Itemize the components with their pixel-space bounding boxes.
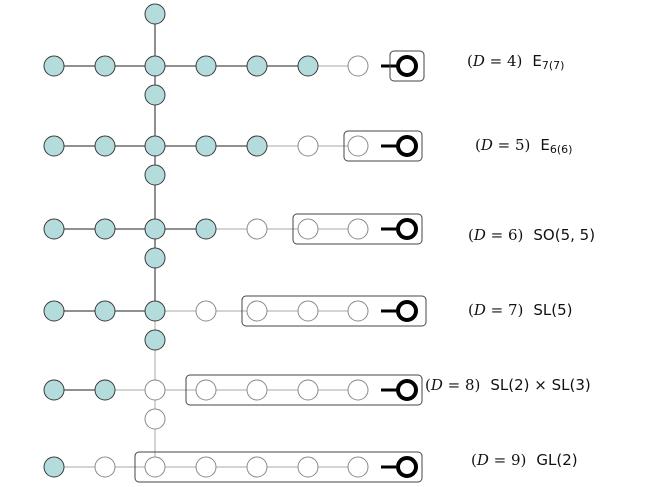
hollow-node [195, 300, 217, 322]
d-label: (D = 9) [471, 451, 527, 469]
branch-node [144, 84, 166, 106]
d-label: (D = 8) [425, 376, 481, 394]
filled-node [297, 55, 319, 77]
label-d9: (D = 9) GL(2) [471, 451, 578, 469]
d-label: (D = 4) [467, 52, 523, 70]
branch-node [144, 329, 166, 351]
label-d5: (D = 5) E6(6) [475, 136, 572, 156]
d-label: (D = 7) [468, 301, 524, 319]
group-name: SL(2) × SL(3) [490, 376, 591, 394]
group-subscript: 6(6) [549, 143, 573, 156]
hollow-node [347, 456, 369, 478]
hollow-node [246, 456, 268, 478]
hollow-node [94, 456, 116, 478]
hollow-node [347, 55, 369, 77]
bold-node [396, 218, 418, 240]
hollow-node [347, 135, 369, 157]
hollow-node [297, 218, 319, 240]
hollow-node [297, 135, 319, 157]
hollow-node [347, 300, 369, 322]
d-label: (D = 5) [475, 136, 531, 154]
branch-node [144, 3, 166, 25]
branch-node [144, 164, 166, 186]
grouping-box [292, 213, 423, 245]
hollow-node [246, 379, 268, 401]
group-name: E [532, 52, 542, 70]
hollow-node [195, 456, 217, 478]
branch-node [144, 247, 166, 269]
bold-node [396, 456, 418, 478]
grouping-box [389, 50, 425, 82]
bold-node [396, 55, 418, 77]
label-d7: (D = 7) SL(5) [468, 301, 573, 319]
filled-node [43, 135, 65, 157]
hollow-node [297, 456, 319, 478]
filled-node [94, 55, 116, 77]
bold-node [396, 300, 418, 322]
bold-node [396, 135, 418, 157]
hollow-node [297, 379, 319, 401]
group-name: SO(5, 5) [533, 226, 596, 244]
grouping-box [134, 451, 423, 483]
filled-node [144, 55, 166, 77]
filled-node [195, 55, 217, 77]
d-label: (D = 6) [468, 226, 524, 244]
filled-node [94, 218, 116, 240]
filled-node [246, 55, 268, 77]
filled-node [43, 456, 65, 478]
hollow-node [144, 379, 166, 401]
filled-node [246, 135, 268, 157]
filled-node [144, 218, 166, 240]
filled-node [144, 135, 166, 157]
hollow-node [195, 379, 217, 401]
label-d6: (D = 6) SO(5, 5) [468, 226, 595, 244]
hollow-node [246, 300, 268, 322]
filled-node [43, 218, 65, 240]
group-name: E [540, 136, 550, 154]
group-name: GL(2) [536, 451, 578, 469]
filled-node [195, 135, 217, 157]
filled-node [43, 379, 65, 401]
hollow-node [297, 300, 319, 322]
filled-node [43, 55, 65, 77]
grouping-box [185, 374, 423, 406]
hollow-branch-node [144, 408, 166, 430]
filled-node [144, 300, 166, 322]
group-name: SL(5) [533, 301, 573, 319]
grouping-box [241, 295, 427, 327]
bold-node [396, 379, 418, 401]
hollow-node [246, 218, 268, 240]
filled-node [195, 218, 217, 240]
filled-node [94, 379, 116, 401]
label-d8: (D = 8) SL(2) × SL(3) [425, 376, 591, 394]
grouping-box [343, 130, 423, 162]
label-d4: (D = 4) E7(7) [467, 52, 564, 72]
filled-node [94, 300, 116, 322]
hollow-node [347, 218, 369, 240]
group-subscript: 7(7) [541, 59, 565, 72]
hollow-node [347, 379, 369, 401]
filled-node [43, 300, 65, 322]
hollow-node [144, 456, 166, 478]
filled-node [94, 135, 116, 157]
